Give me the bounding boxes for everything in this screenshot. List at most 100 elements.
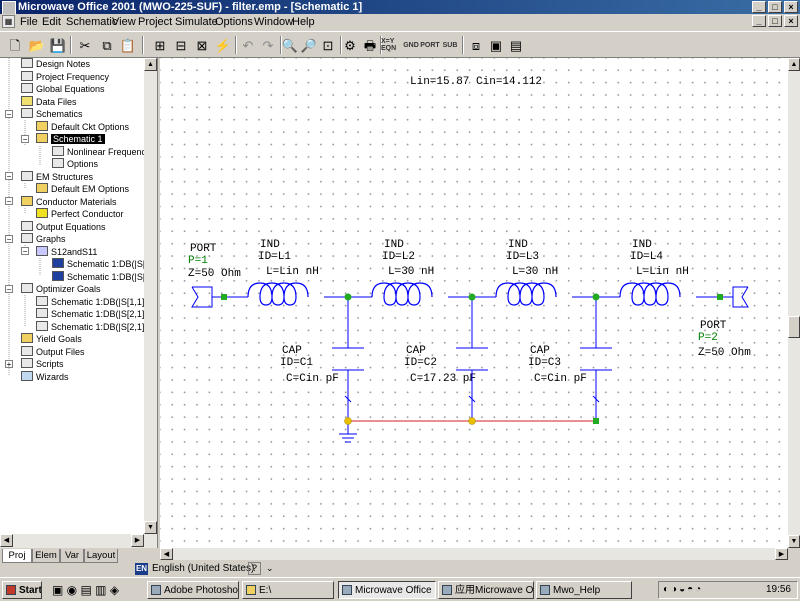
title-bar[interactable]: Microwave Office 2001 (MWO-225-SUF) - fi… — [0, 0, 800, 15]
open-icon[interactable]: 📂 — [28, 37, 46, 53]
expander-graphs[interactable]: − — [5, 235, 13, 244]
tree-item-global-equations[interactable]: Global Equations — [21, 83, 105, 96]
tree-item-wizards[interactable]: Wizards — [21, 370, 69, 384]
copy-icon[interactable]: ⧉ — [102, 37, 112, 53]
analyze-icon[interactable]: ⚡ — [214, 37, 232, 53]
language-name[interactable]: English (United States) — [152, 563, 255, 574]
save-icon[interactable]: 💾 — [49, 37, 67, 53]
expander-em-structures[interactable]: − — [5, 172, 13, 181]
layout-icon[interactable]: ▤ — [509, 37, 523, 53]
tab-layout[interactable]: Layout — [84, 549, 118, 563]
expander-s12ands11[interactable]: − — [21, 247, 29, 256]
schematic-canvas[interactable]: Lin=15.87 Cin=14.112 PORT P=1 Z=50 Ohm I… — [160, 58, 788, 548]
maximize-button[interactable]: □ — [768, 1, 782, 13]
language-code[interactable]: EN — [135, 563, 148, 575]
schematic-vertical-scrollbar[interactable]: ▲ ▼ — [788, 58, 800, 548]
tree-item-design-notes[interactable]: Design Notes — [21, 58, 90, 71]
tree-horizontal-scrollbar[interactable]: ◀ ▶ — [0, 534, 144, 548]
menu-simulate[interactable]: Simulate — [175, 16, 218, 28]
tree-item-perfect-conductor[interactable]: Perfect Conductor — [36, 208, 124, 221]
tree-item-graph-measurement-s21[interactable]: Schematic 1:DB(|S[2,1 — [52, 270, 157, 284]
print-icon[interactable]: 🖶 — [363, 37, 377, 53]
mdi-minimize-button[interactable]: _ — [752, 15, 766, 27]
expander-schematic-1[interactable]: − — [21, 135, 29, 144]
scroll-down-icon[interactable]: ▼ — [144, 521, 157, 534]
app-icon[interactable] — [2, 1, 16, 15]
expander-scripts[interactable]: + — [5, 360, 13, 369]
zoom-in-icon[interactable]: 🔍 — [281, 37, 299, 53]
tree-vertical-scrollbar[interactable]: ▲ ▼ — [144, 58, 157, 548]
tree-item-conductor-materials[interactable]: Conductor Materials — [21, 195, 117, 209]
tree-item-schematics[interactable]: Schematics — [21, 108, 83, 121]
scroll-up-icon[interactable]: ▲ — [144, 58, 157, 71]
add-schematic-icon[interactable]: ⊞ — [154, 37, 166, 53]
inductor-L3[interactable] — [495, 282, 557, 306]
capacitor-C3[interactable] — [580, 297, 612, 421]
close-button[interactable]: × — [784, 1, 798, 13]
menu-edit[interactable]: Edit — [42, 16, 61, 28]
project-tree-pane[interactable]: Design Notes Project Frequency Global Eq… — [0, 58, 158, 548]
scroll-up-icon[interactable]: ▲ — [788, 58, 800, 71]
tab-elem[interactable]: Elem — [32, 549, 60, 563]
mdi-restore-button[interactable]: □ — [768, 15, 782, 27]
task-adobe-photoshop[interactable]: Adobe Photoshop — [147, 581, 239, 599]
tree-item-em-structures[interactable]: EM Structures — [21, 170, 93, 184]
tree-item-goal-1[interactable]: Schematic 1:DB(|S[1,1]|)< — [36, 295, 155, 309]
expander-schematics[interactable]: − — [5, 110, 13, 119]
menu-project[interactable]: Project — [138, 16, 173, 28]
inductor-L2[interactable] — [371, 282, 433, 306]
minimize-button[interactable]: _ — [752, 1, 766, 13]
task-microwave-office-cn[interactable]: 应用Microwave O... — [438, 581, 534, 599]
scroll-down-icon[interactable]: ▼ — [788, 535, 800, 548]
port1-symbol[interactable] — [191, 286, 224, 308]
scroll-left-icon[interactable]: ◀ — [160, 548, 173, 560]
tree-item-goal-3[interactable]: Schematic 1:DB(|S[2,1]|)> — [36, 320, 155, 334]
tune-icon[interactable]: ⚙ — [344, 37, 356, 53]
menu-file[interactable]: File — [20, 16, 38, 28]
menu-schematic[interactable]: Schematic — [66, 16, 118, 28]
inductor-L4[interactable] — [619, 282, 681, 306]
quick-launch-icons[interactable]: ▣ ◉ ▤ ▥ ◈ — [52, 583, 120, 597]
expander-conductor-materials[interactable]: − — [5, 197, 13, 206]
inductor-L1[interactable] — [247, 282, 309, 306]
add-em-icon[interactable]: ⊟ — [175, 37, 187, 53]
start-button[interactable]: Start — [2, 581, 42, 599]
tree-item-output-equations[interactable]: Output Equations — [21, 220, 106, 234]
zoom-out-icon[interactable]: 🔎 — [300, 37, 318, 53]
tree-item-default-ckt-options[interactable]: Default Ckt Options — [36, 120, 129, 134]
tree-item-output-files[interactable]: Output Files — [21, 345, 85, 359]
scroll-thumb[interactable] — [788, 316, 800, 338]
cut-icon[interactable]: ✂ — [79, 37, 91, 53]
menu-options[interactable]: Options — [215, 16, 253, 28]
tree-item-goal-2[interactable]: Schematic 1:DB(|S[2,1]|)< — [36, 308, 155, 321]
tree-item-graph-measurement-s11[interactable]: Schematic 1:DB(|S[1,1 — [52, 258, 157, 271]
paste-icon[interactable]: 📋 — [119, 37, 137, 53]
schematic-horizontal-scrollbar[interactable]: ◀ ▶ — [160, 548, 788, 560]
tree-item-data-files[interactable]: Data Files — [21, 95, 77, 109]
tray-icons[interactable]: ◐◑◒◓◔ — [663, 584, 704, 595]
scroll-right-icon[interactable]: ▶ — [775, 548, 788, 560]
help-icon[interactable]: ? — [248, 562, 261, 575]
menu-window[interactable]: Window — [254, 16, 294, 28]
task-microwave-office[interactable]: Microwave Office ... — [338, 581, 436, 599]
substrate-button[interactable]: SUB — [442, 41, 458, 49]
expander-optimizer-goals[interactable]: − — [5, 285, 13, 294]
scroll-right-icon[interactable]: ▶ — [131, 534, 144, 547]
tree-item-scripts[interactable]: Scripts — [21, 358, 64, 371]
capacitor-C1[interactable] — [332, 297, 364, 421]
port-button[interactable]: PORT — [420, 41, 440, 49]
undo-icon[interactable]: ↶ — [242, 37, 254, 53]
port2-symbol[interactable] — [720, 286, 749, 308]
tree-item-graphs[interactable]: Graphs — [21, 233, 66, 246]
equation-button[interactable]: X=Y EQN — [381, 38, 397, 52]
wire-icon[interactable]: ⧈ — [471, 37, 481, 53]
tree-item-yield-goals[interactable]: Yield Goals — [21, 333, 82, 346]
tab-var[interactable]: Var — [60, 549, 84, 563]
ground-button[interactable]: GND — [403, 41, 419, 49]
capacitor-C2[interactable] — [456, 297, 488, 421]
scroll-left-icon[interactable]: ◀ — [0, 534, 13, 547]
equation-text[interactable]: Lin=15.87 Cin=14.112 — [410, 76, 542, 88]
tree-item-schematic-1[interactable]: Schematic 1 — [36, 133, 105, 146]
new-icon[interactable]: 🗋 — [9, 37, 21, 53]
document-icon[interactable]: ▦ — [2, 15, 15, 28]
